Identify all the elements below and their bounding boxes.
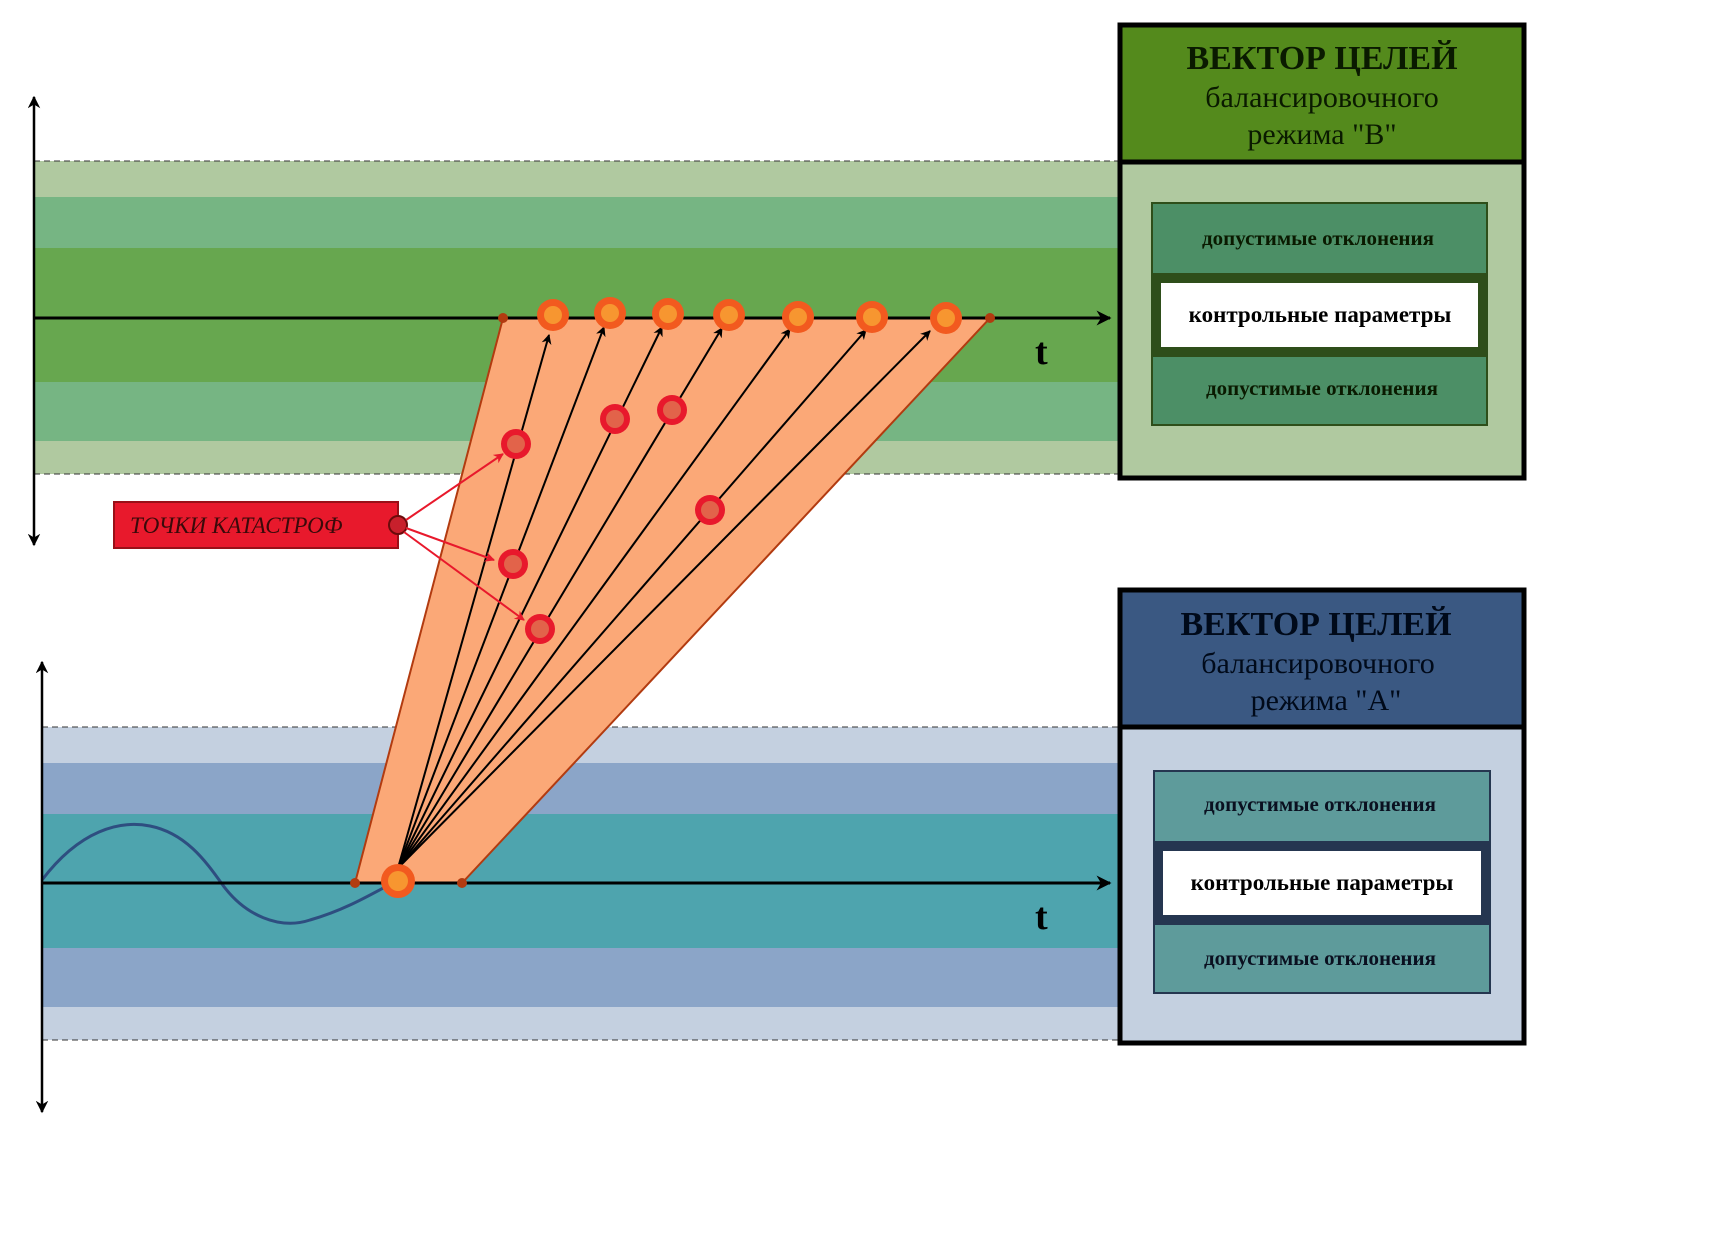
arrival-points bbox=[537, 297, 962, 334]
arrival-point bbox=[594, 297, 626, 329]
catastrophe-label: ТОЧКИ КАТАСТРОФ bbox=[130, 513, 343, 538]
trajectory-arrow bbox=[397, 328, 791, 869]
catastrophe-label-box bbox=[113, 501, 399, 549]
arrival-point bbox=[652, 298, 684, 330]
regime-a-goal-panel: ВЕКТОР ЦЕЛЕЙ балансировочного режима "А"… bbox=[1117, 587, 1527, 1046]
regime-b-upper-band-label: допустимые отклонения bbox=[1202, 226, 1434, 250]
regime-b-control-label: контрольные параметры bbox=[1189, 302, 1452, 327]
catastrophe-point bbox=[501, 429, 531, 459]
catastrophe-point bbox=[498, 549, 528, 579]
regime-a-panel-subtitle-2: режима "А" bbox=[1251, 684, 1402, 717]
regime-a-panel-subtitle-1: балансировочного bbox=[1201, 647, 1434, 680]
fan-corner-dot bbox=[350, 878, 360, 888]
arrival-point bbox=[537, 299, 569, 331]
trajectory-arrow bbox=[397, 329, 867, 869]
fan-corner-dot bbox=[457, 878, 467, 888]
arrival-point bbox=[713, 299, 745, 331]
catastrophe-callout: ТОЧКИ КАТАСТРОФ bbox=[113, 453, 525, 621]
regime-b-panel-header bbox=[1117, 22, 1527, 165]
catastrophe-pointer bbox=[403, 531, 525, 621]
regime-a-lower-band-label: допустимые отклонения bbox=[1204, 946, 1436, 970]
regime-a-axis-label: t bbox=[1035, 896, 1048, 938]
regime-a-band-core bbox=[42, 814, 1120, 948]
fan-corner-dot bbox=[498, 313, 508, 323]
regime-b-axis-label: t bbox=[1035, 331, 1048, 373]
trajectory-arrow bbox=[397, 330, 931, 869]
regime-transition-diagram: t t ТОЧКИ КАТАСТРОФ bbox=[27, 22, 1527, 1114]
catastrophe-points bbox=[498, 395, 725, 644]
catastrophe-point bbox=[657, 395, 687, 425]
regime-b-control-box bbox=[1161, 283, 1478, 347]
regime-a-panel-header bbox=[1117, 587, 1527, 730]
fan-corner-dots bbox=[350, 313, 995, 888]
arrival-point bbox=[856, 301, 888, 333]
catastrophe-origin-dot bbox=[388, 515, 408, 535]
regime-a-control-label: контрольные параметры bbox=[1191, 870, 1454, 895]
regime-b-goal-panel: ВЕКТОР ЦЕЛЕЙ балансировочного режима "В"… bbox=[1117, 22, 1527, 481]
arrival-point bbox=[782, 301, 814, 333]
catastrophe-point bbox=[695, 495, 725, 525]
catastrophe-point bbox=[525, 614, 555, 644]
trajectory-arrow bbox=[397, 326, 606, 869]
regime-b-lower-band-label: допустимые отклонения bbox=[1206, 376, 1438, 400]
catastrophe-pointer bbox=[405, 527, 495, 562]
catastrophe-point bbox=[600, 404, 630, 434]
regime-b-panel-title: ВЕКТОР ЦЕЛЕЙ bbox=[1186, 40, 1457, 77]
regime-a-upper-band-label: допустимые отклонения bbox=[1204, 792, 1436, 816]
regime-b-panel-subtitle-1: балансировочного bbox=[1205, 81, 1438, 114]
start-point bbox=[381, 864, 415, 898]
trajectory-arrow bbox=[397, 334, 552, 869]
catastrophe-pointer bbox=[405, 453, 504, 521]
arrival-point bbox=[930, 302, 962, 334]
regime-a-control-box bbox=[1163, 851, 1481, 915]
fan-corner-dot bbox=[985, 313, 995, 323]
regime-b-panel-subtitle-2: режима "В" bbox=[1247, 118, 1396, 151]
regime-a-panel-title: ВЕКТОР ЦЕЛЕЙ bbox=[1180, 606, 1451, 643]
